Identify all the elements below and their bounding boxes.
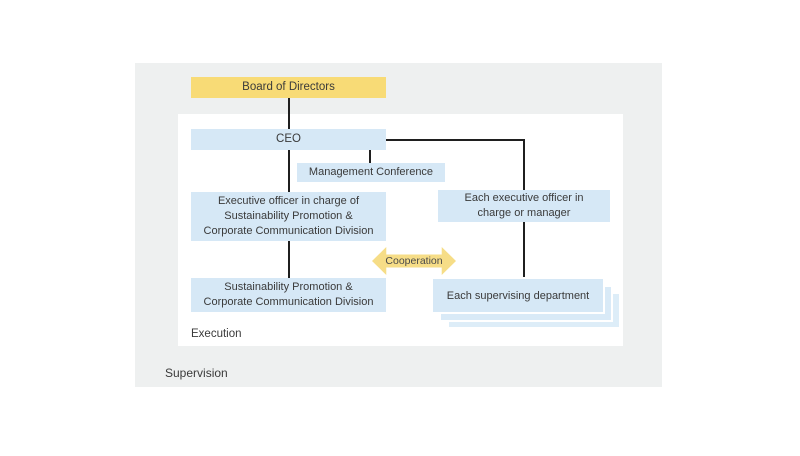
each-exec-officer-box: Each executive officer in charge or mana… xyxy=(438,190,610,222)
execution-label: Execution xyxy=(191,328,242,340)
supervising-department-stack: Each supervising department xyxy=(433,279,619,327)
connector-ceo-to-each-exec-horizontal xyxy=(386,139,524,141)
connector-board-to-ceo xyxy=(288,98,290,129)
supervision-label: Supervision xyxy=(165,366,228,380)
ceo-box: CEO xyxy=(191,129,386,150)
supervising-department-box: Each supervising department xyxy=(433,279,603,312)
connector-ceo-to-management-conference xyxy=(369,150,371,163)
connector-exec-officer-to-division xyxy=(288,241,290,278)
board-of-directors-box: Board of Directors xyxy=(191,77,386,98)
connector-each-exec-to-departments xyxy=(523,222,525,279)
connector-ceo-to-each-exec-vertical xyxy=(523,139,525,190)
management-conference-box: Management Conference xyxy=(297,163,445,182)
connector-ceo-to-exec-officer xyxy=(288,150,290,192)
sustainability-division-box: Sustainability Promotion & Corporate Com… xyxy=(191,278,386,312)
exec-officer-sustainability-box: Executive officer in charge of Sustainab… xyxy=(191,192,386,241)
